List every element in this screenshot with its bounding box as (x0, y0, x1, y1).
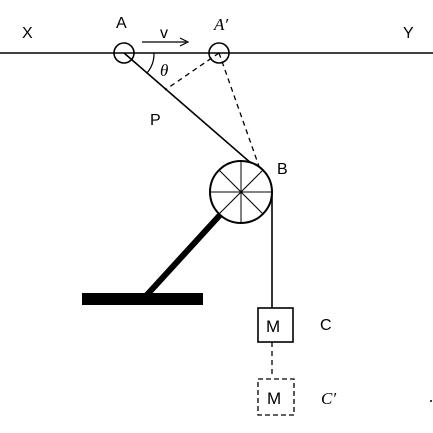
corner-dot (430, 400, 432, 402)
label-theta: θ (160, 61, 168, 80)
mass-block-moved (257, 378, 295, 416)
ring-a (113, 42, 135, 64)
mass-block-moved-label: M (267, 389, 281, 408)
ring-a-prime (208, 42, 230, 64)
label-p: P (150, 112, 161, 129)
mass-block-label: M (266, 317, 280, 336)
mass-block (257, 307, 294, 343)
label-y: Y (403, 25, 414, 42)
label-c-prime: C′ (321, 389, 336, 408)
string-a-to-b (123, 52, 260, 171)
string-a-prime-to-b (218, 52, 262, 173)
label-a-prime: A′ (213, 15, 228, 34)
label-b: B (277, 161, 288, 178)
label-x: X (22, 25, 33, 42)
pulley-spokes (210, 161, 272, 223)
dashed-perpendicular (164, 52, 220, 91)
velocity-arrow-head (179, 37, 190, 47)
base-bar (82, 293, 203, 305)
label-velocity: v (160, 25, 168, 42)
angle-arc (146, 52, 155, 74)
label-c: C (320, 317, 332, 334)
label-a: A (116, 15, 127, 32)
